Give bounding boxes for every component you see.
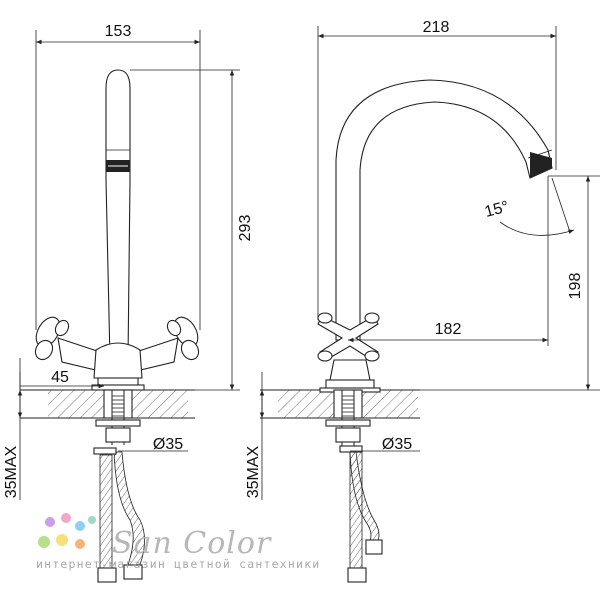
right-angle-label: 15°: [483, 198, 511, 221]
watermark-dot: [38, 536, 50, 548]
right-reach-label: 182: [435, 321, 462, 338]
right-hole-label: Ø35: [382, 436, 412, 453]
left-height-label: 293: [237, 215, 254, 242]
right-spout: [335, 79, 553, 341]
watermark-tagline: интернет-магазин цветной сантехники: [36, 557, 320, 571]
right-view: 218 15° 198 182 Ø35: [245, 19, 600, 583]
watermark-dot: [88, 516, 96, 524]
left-dim-hole: Ø35: [118, 436, 188, 453]
right-dim-max-thickness: 35MAX: [245, 372, 265, 500]
left-spout: [105, 69, 131, 361]
watermark-dot: [45, 517, 55, 527]
left-mount-assembly: [93, 389, 145, 583]
right-dim-height: 198: [420, 175, 600, 391]
watermark-dot: [61, 513, 71, 523]
left-hole-label: Ø35: [153, 436, 183, 453]
left-base: [91, 342, 145, 391]
watermark-dot: [56, 534, 68, 546]
watermark-dot: [75, 521, 85, 531]
left-dim-height: 293: [130, 69, 254, 391]
watermark-brand: San Color: [112, 526, 272, 561]
watermark-dot: [75, 539, 85, 549]
left-dim-width: 153: [35, 23, 201, 330]
left-handle-left: [34, 316, 105, 373]
right-dim-angle: 15°: [483, 176, 575, 240]
left-view: 153 293 45 Ø35 35MAX: [3, 23, 254, 583]
left-offset-label: 45: [51, 369, 69, 386]
left-max-thickness-label: 35MAX: [3, 445, 20, 498]
right-mount-assembly: [325, 389, 383, 583]
watermark-dots: [38, 513, 96, 549]
left-width-label: 153: [105, 23, 132, 40]
right-max-thickness-label: 35MAX: [245, 445, 262, 498]
left-handle-right: [131, 316, 200, 373]
left-dim-max-thickness: 35MAX: [3, 372, 23, 500]
watermark: San Color интернет-магазин цветной санте…: [36, 513, 320, 571]
right-height-label: 198: [567, 273, 584, 300]
right-dim-width: 218: [317, 19, 557, 320]
right-width-label: 218: [423, 19, 450, 36]
right-dim-reach: 182: [348, 240, 549, 346]
right-base: [319, 359, 381, 393]
right-dim-hole: Ø35: [350, 436, 420, 453]
